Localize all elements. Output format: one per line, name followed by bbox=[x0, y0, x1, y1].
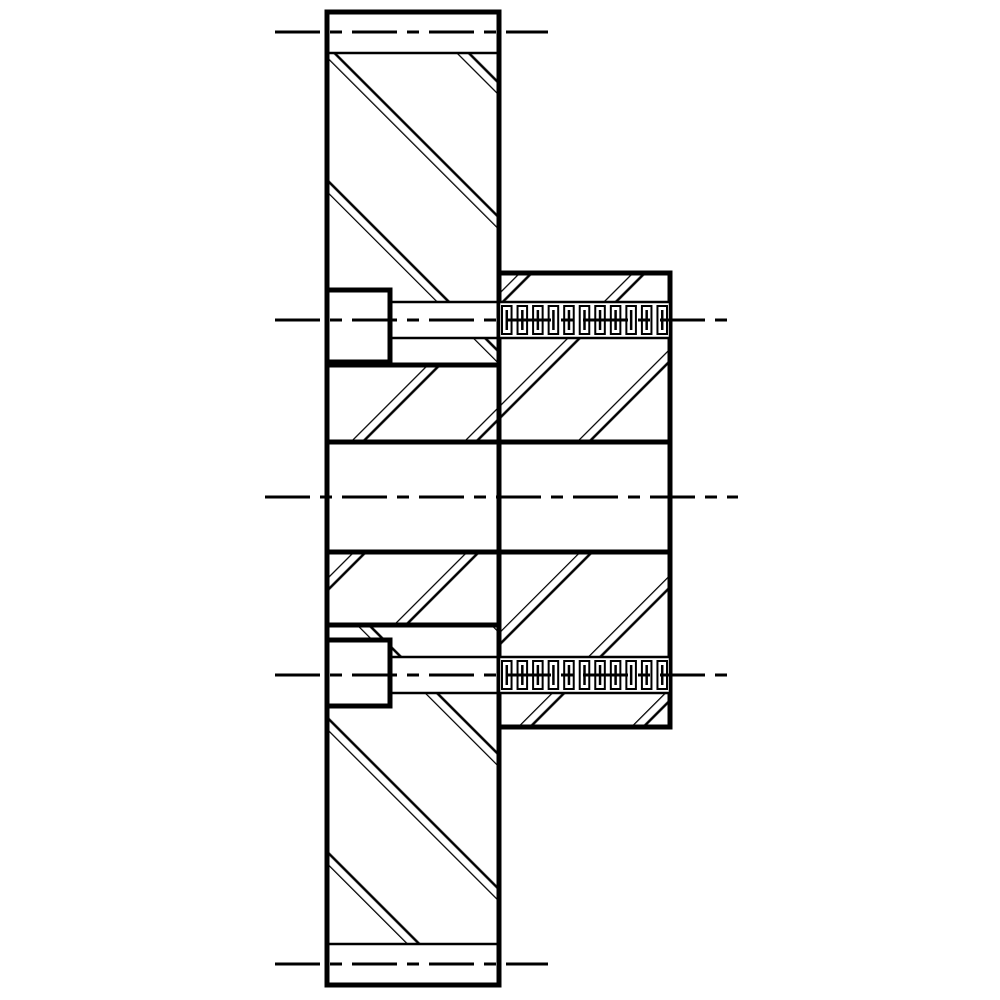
gear-body-lower bbox=[327, 625, 499, 944]
hub-body-lower bbox=[327, 552, 670, 727]
hub-body-upper bbox=[327, 273, 670, 442]
gear-body-upper bbox=[327, 53, 499, 365]
